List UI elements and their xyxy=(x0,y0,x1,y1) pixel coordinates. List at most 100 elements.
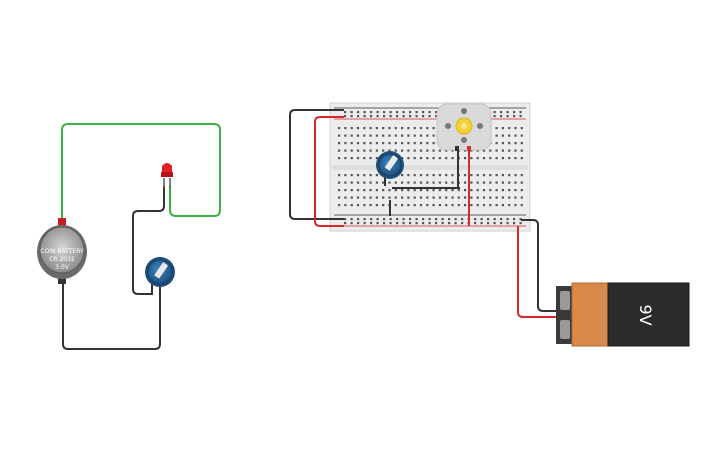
breadboard-hole xyxy=(426,204,429,207)
breadboard-hole xyxy=(422,115,425,118)
breadboard-hole xyxy=(454,222,457,225)
breadboard-hole xyxy=(451,204,454,207)
breadboard-hole xyxy=(402,218,405,221)
breadboard-hole xyxy=(415,218,418,221)
breadboard-hole xyxy=(388,181,391,184)
wire-black-battery[interactable] xyxy=(521,219,558,312)
breadboard-hole xyxy=(428,222,431,225)
breadboard-hole xyxy=(396,222,399,225)
breadboard-hole xyxy=(382,134,385,137)
breadboard-hole xyxy=(413,174,416,177)
breadboard-hole xyxy=(383,115,386,118)
breadboard-hole xyxy=(489,157,492,160)
breadboard-hole xyxy=(432,196,435,199)
breadboard-hole xyxy=(500,218,503,221)
breadboard-hole xyxy=(514,181,517,184)
wire-red-left-rail[interactable] xyxy=(314,116,344,227)
breadboard-hole xyxy=(375,174,378,177)
nine-volt-battery[interactable]: 9V xyxy=(556,282,690,347)
breadboard-hole xyxy=(489,181,492,184)
breadboard-hole xyxy=(388,189,391,192)
breadboard-hole xyxy=(451,149,454,152)
breadboard-hole xyxy=(514,127,517,130)
breadboard-hole xyxy=(501,181,504,184)
breadboard-hole xyxy=(448,218,451,221)
breadboard-hole xyxy=(344,189,347,192)
breadboard-hole xyxy=(445,204,448,207)
breadboard-hole xyxy=(519,222,522,225)
breadboard-hole xyxy=(382,149,385,152)
breadboard-hole xyxy=(520,196,523,199)
breadboard-hole xyxy=(350,181,353,184)
dc-motor[interactable] xyxy=(436,103,492,151)
breadboard-hole xyxy=(474,222,477,225)
breadboard-hole xyxy=(363,189,366,192)
breadboard-hole xyxy=(409,115,412,118)
breadboard-hole xyxy=(451,196,454,199)
breadboard-hole xyxy=(451,181,454,184)
breadboard-hole xyxy=(415,111,418,114)
breadboard-hole xyxy=(419,174,423,177)
breadboard-hole xyxy=(394,134,397,137)
breadboard-hole xyxy=(464,189,467,192)
breadboard-hole xyxy=(519,218,522,221)
breadboard-hole xyxy=(402,115,405,118)
breadboard-hole xyxy=(363,111,366,114)
wire-black-left-rail[interactable] xyxy=(289,109,344,220)
breadboard-hole xyxy=(514,134,517,137)
breadboard-hole xyxy=(520,127,523,130)
breadboard-hole xyxy=(419,149,423,152)
breadboard-hole xyxy=(428,111,431,114)
breadboard-hole xyxy=(495,181,498,184)
breadboard-hole xyxy=(370,218,373,221)
breadboard-hole xyxy=(402,222,405,225)
potentiometer-left[interactable] xyxy=(145,257,175,287)
breadboard-hole xyxy=(495,157,498,160)
breadboard-hole xyxy=(369,174,372,177)
breadboard-hole xyxy=(464,157,467,160)
breadboard-hole xyxy=(508,157,511,160)
led[interactable] xyxy=(161,163,173,188)
breadboard-hole xyxy=(369,196,372,199)
breadboard-hole xyxy=(428,115,431,118)
breadboard-hole xyxy=(520,142,523,145)
breadboard[interactable] xyxy=(329,102,531,232)
breadboard-hole xyxy=(409,222,412,225)
breadboard-hole xyxy=(401,174,404,177)
breadboard-hole xyxy=(464,174,467,177)
breadboard-hole xyxy=(457,189,460,192)
breadboard-hole xyxy=(438,181,441,184)
breadboard-hole xyxy=(500,111,503,114)
breadboard-hole xyxy=(500,115,503,118)
wire-green[interactable] xyxy=(61,123,221,222)
breadboard-hole xyxy=(344,181,347,184)
breadboard-hole xyxy=(344,149,347,152)
breadboard-hole xyxy=(426,142,429,145)
breadboard-hole xyxy=(344,115,347,118)
breadboard-hole xyxy=(480,218,483,221)
breadboard-hole xyxy=(520,174,523,177)
breadboard-hole xyxy=(451,174,454,177)
wire-black-pot-battery[interactable] xyxy=(62,282,161,350)
breadboard-hole xyxy=(476,196,479,199)
wire-red-battery[interactable] xyxy=(517,226,558,318)
potentiometer-breadboard[interactable] xyxy=(376,151,404,179)
wire-black-led-pot[interactable] xyxy=(132,186,165,295)
breadboard-hole xyxy=(363,149,366,152)
breadboard-hole xyxy=(382,181,385,184)
breadboard-hole xyxy=(501,174,504,177)
breadboard-hole xyxy=(508,142,511,145)
coin-battery-label-2: CR 2032 xyxy=(49,256,75,263)
breadboard-hole xyxy=(493,222,496,225)
breadboard-hole xyxy=(476,157,479,160)
breadboard-hole xyxy=(409,218,412,221)
breadboard-hole xyxy=(432,204,435,207)
breadboard-hole xyxy=(432,134,435,137)
breadboard-hole xyxy=(402,111,405,114)
breadboard-hole xyxy=(383,218,386,221)
breadboard-hole xyxy=(438,149,441,152)
breadboard-hole xyxy=(407,134,410,137)
coin-battery[interactable]: COIN BATTERY CR 2032 3.0V xyxy=(37,218,87,284)
breadboard-hole xyxy=(432,149,435,152)
breadboard-hole xyxy=(419,157,423,160)
